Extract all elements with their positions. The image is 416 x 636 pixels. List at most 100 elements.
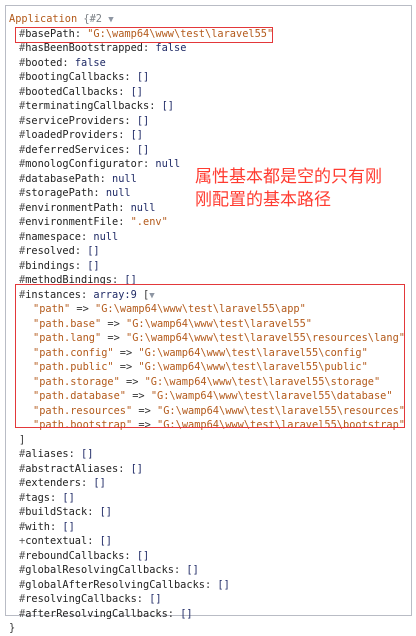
property-row: #tags: [] [19,491,411,506]
property-name: databasePath [25,172,100,185]
visibility-prefix: # [19,158,26,170]
property-name: buildStack [25,506,88,518]
instances-highlight-box [15,284,405,428]
property-row: #aliases: [] [19,447,411,462]
entry-key: "path.public" [33,361,114,373]
property-value: [] [62,491,75,504]
instance-entry: "path.bootstrap" => "G:\wamp64\www\test\… [33,418,411,433]
property-row: #resolvingCallbacks: [] [19,592,411,607]
visibility-prefix: # [19,288,26,301]
visibility-prefix: # [19,274,26,286]
property-row: #buildStack: [] [19,505,411,520]
colon: : [143,42,156,54]
entry-value: "G:\wamp64\www\test\laravel55" [126,317,312,330]
property-row: #basePath: "G:\wamp64\www\test\laravel55… [19,27,411,42]
entry-value: "G:\wamp64\www\test\laravel55\public" [138,361,368,373]
property-name: reboundCallbacks [25,549,125,562]
colon: : [124,549,137,562]
visibility-prefix: # [19,143,26,156]
instance-entry: "path.database" => "G:\wamp64\www\test\l… [33,389,411,404]
visibility-prefix: # [19,114,26,127]
collapse-toggle-icon[interactable]: ▼ [149,290,155,301]
visibility-prefix: # [19,259,26,272]
visibility-prefix: # [19,42,26,54]
property-name: bootingCallbacks [25,71,125,83]
property-name: environmentPath [25,201,119,214]
property-name: basePath [25,27,75,40]
property-value: [] [81,448,94,460]
colon: : [112,274,125,286]
visibility-prefix: # [19,491,26,504]
property-name: globalResolvingCallbacks [25,564,174,576]
property-value: [] [130,85,144,98]
property-row: #hasBeenBootstrapped: false [19,41,411,56]
entry-value: "G:\wamp64\www\test\laravel55\storage" [144,375,381,388]
visibility-prefix: # [19,462,26,475]
entry-value: "G:\wamp64\www\test\laravel55\bootstrap" [157,419,405,431]
property-name: with [25,520,51,533]
entry-value: "G:\wamp64\www\test\laravel55\app" [95,303,306,315]
property-value: null [130,201,156,214]
visibility-prefix: + [19,535,26,547]
property-value: [] [136,114,150,127]
property-value: false [74,56,106,69]
property-value: "G:\wamp64\www\test\laravel55" [87,27,274,40]
colon: : [124,114,137,127]
property-name: instances [25,288,81,301]
colon: : [118,216,131,228]
property-name: contextual [25,535,88,547]
property-name: namespace [25,230,81,243]
array-type: array:9 [93,288,137,301]
property-value: [] [136,71,150,83]
instances-close: ] [19,433,411,448]
property-row: #storagePath: null [19,186,411,201]
colon: : [136,593,150,605]
entry-key: "path.storage" [33,375,120,388]
property-name: monologConfigurator [25,158,143,170]
visibility-prefix: # [19,564,26,576]
property-row: #environmentFile: ".env" [19,215,411,230]
colon: : [81,288,94,301]
property-name: aliases [25,448,69,460]
colon: : [93,187,106,199]
instance-entry: "path.config" => "G:\wamp64\www\test\lar… [33,346,411,361]
visibility-prefix: # [19,578,26,591]
property-value: [] [130,462,144,475]
colon: : [99,172,113,185]
visibility-prefix: # [19,27,26,40]
property-row: #terminatingCallbacks: [] [19,99,411,114]
property-name: loadedProviders [25,129,119,141]
property-row: #loadedProviders: [] [19,128,411,143]
colon: : [62,56,75,69]
property-name: resolved [25,245,75,257]
visibility-prefix: # [19,71,26,83]
property-row: #bindings: [] [19,259,411,274]
property-row: #namespace: null [19,230,411,245]
colon: : [118,462,131,475]
var-dump-panel: Application {#2 ▼ #basePath: "G:\wamp64\… [5,5,412,634]
property-row: #abstractAliases: [] [19,462,411,477]
visibility-prefix: # [19,100,26,112]
property-row: #extenders: [] [19,476,411,491]
instance-entry: "path.base" => "G:\wamp64\www\test\larav… [33,317,411,332]
colon: : [118,85,131,98]
property-row: #bootingCallbacks: [] [19,70,411,85]
collapse-toggle-icon[interactable]: ▼ [108,15,114,25]
property-value: [] [180,607,193,620]
property-name: environmentFile [25,216,119,228]
property-row: #deferredServices: [] [19,143,411,158]
property-row: #booted: false [19,56,411,71]
arrow: => [101,332,127,344]
colon: : [81,230,94,243]
property-value: null [155,158,181,170]
visibility-prefix: # [19,549,26,562]
colon: : [68,448,82,460]
visibility-prefix: # [19,520,26,533]
property-row: #environmentPath: null [19,201,411,216]
instance-entry: "path.resources" => "G:\wamp64\www\test\… [33,404,411,419]
arrow: => [119,375,145,388]
entry-value: "G:\wamp64\www\test\laravel55\config" [138,346,368,359]
arrow: => [101,317,127,330]
instances-row: #instances: array:9 [▼ [19,288,411,303]
entry-key: "path.bootstrap" [33,419,133,431]
